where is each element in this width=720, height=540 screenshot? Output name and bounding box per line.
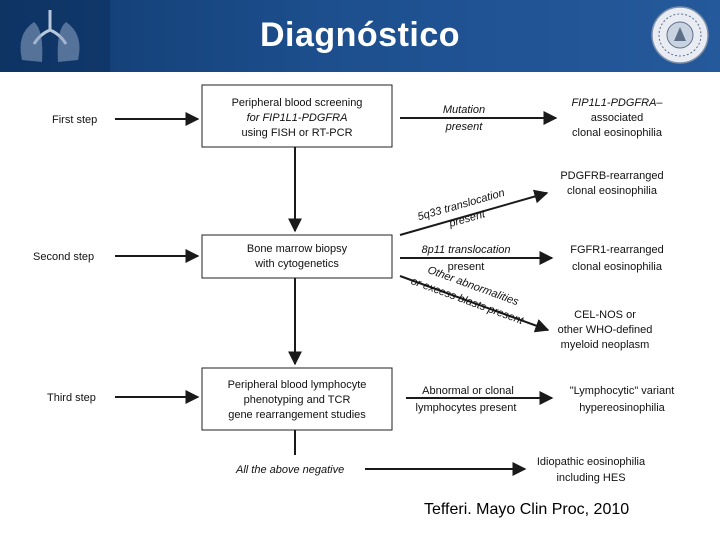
abnormal-lymphocytes-label-line-1: Abnormal or clonal	[422, 385, 514, 397]
blood-screening-line-3: using FISH or RT-PCR	[241, 127, 352, 139]
pdgfrb-outcome-line-2: clonal eosinophilia	[567, 185, 658, 197]
blood-screening-line-1: Peripheral blood screening	[232, 97, 363, 109]
second-step-label: Second step	[33, 251, 94, 263]
slide-header: Diagnóstico	[0, 0, 720, 72]
mutation-label-line-2: present	[445, 121, 484, 133]
blood-screening-line-2: for FIP1L1-PDGFRA	[247, 112, 348, 124]
other-abnormalities-arrow	[399, 275, 550, 333]
fip1l1-outcome-line-2: associated	[591, 112, 644, 124]
marrow-biopsy-line-2: with cytogenetics	[254, 258, 339, 270]
third-step-label: Third step	[47, 392, 96, 404]
fgfr1-outcome-line-1: FGFR1-rearranged	[570, 244, 664, 256]
lungs-logo-icon	[0, 0, 110, 72]
first-step-label: First step	[52, 114, 97, 126]
lymphocyte-phenotyping-box: Peripheral blood lymphocyte phenotyping …	[201, 367, 393, 431]
marrow-biopsy-box: Bone marrow biopsy with cytogenetics	[201, 234, 393, 279]
blood-screening-box: Peripheral blood screening for FIP1L1-PD…	[201, 84, 393, 148]
lymphocytic-outcome-line-2: hypereosinophilia	[579, 402, 665, 414]
lymphocyte-line-1: Peripheral blood lymphocyte	[228, 379, 367, 391]
mutation-label-line-1: Mutation	[443, 104, 485, 116]
citation-text: Tefferi. Mayo Clin Proc, 2010	[424, 501, 630, 518]
university-seal-icon	[651, 6, 709, 64]
cel-nos-outcome-line-1: CEL-NOS or	[574, 309, 636, 321]
cel-nos-outcome-line-3: myeloid neoplasm	[561, 339, 650, 351]
marrow-biopsy-line-1: Bone marrow biopsy	[247, 243, 348, 255]
lymphocyte-line-2: phenotyping and TCR	[244, 394, 351, 406]
pdgfrb-outcome-line-1: PDGFRB-rearranged	[560, 170, 663, 182]
lymphocytic-outcome-line-1: "Lymphocytic" variant	[570, 385, 675, 397]
translocation-8p11-label-line-1: 8p11 translocation	[421, 244, 510, 256]
idiopathic-outcome-line-2: including HES	[556, 472, 625, 484]
slide-title: Diagnóstico	[259, 16, 461, 54]
all-negative-label: All the above negative	[235, 464, 344, 476]
abnormal-lymphocytes-label-line-2: lymphocytes present	[416, 402, 517, 414]
idiopathic-outcome-line-1: Idiopathic eosinophilia	[537, 456, 646, 468]
fip1l1-outcome-line-3: clonal eosinophilia	[572, 127, 663, 139]
fgfr1-outcome-line-2: clonal eosinophilia	[572, 261, 663, 273]
lymphocyte-line-3: gene rearrangement studies	[228, 409, 366, 421]
translocation-8p11-label-line-2: present	[448, 261, 485, 273]
fip1l1-outcome-line-1: FIP1L1-PDGFRA–	[571, 97, 663, 109]
cel-nos-outcome-line-2: other WHO-defined	[558, 324, 653, 336]
translocation-5q33-arrow	[399, 189, 549, 236]
